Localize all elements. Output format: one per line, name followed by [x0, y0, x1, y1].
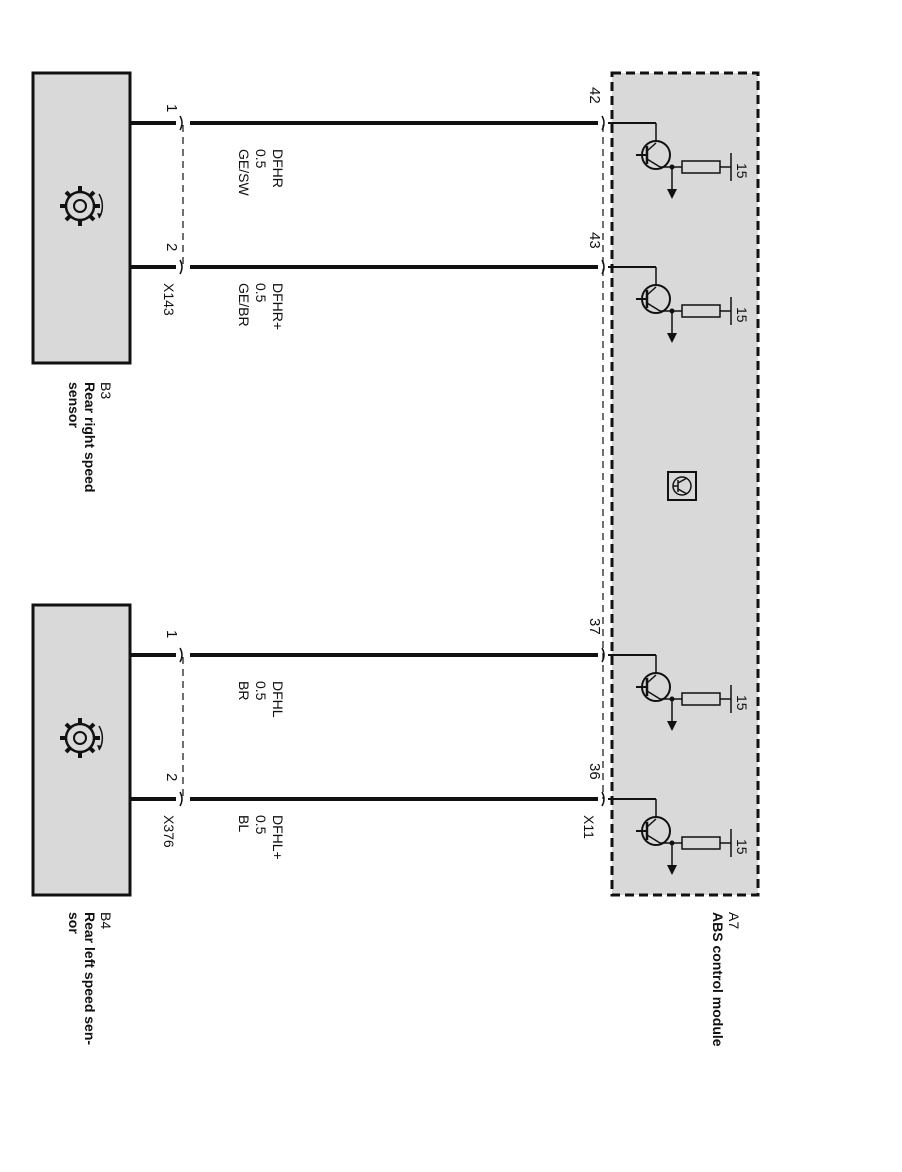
- module-pin-label: 37: [586, 618, 603, 635]
- module-pin-label: 43: [586, 232, 603, 249]
- supply-terminal-label: 15: [734, 307, 750, 323]
- transistor-symbol-icon: [667, 471, 697, 501]
- connector-x143-label: X143: [161, 283, 177, 316]
- wire-gauge-label: 0.5: [253, 149, 269, 169]
- wire-color-label: GE/BR: [236, 283, 252, 327]
- wire-dfhl-plus: [130, 791, 656, 807]
- sensor-b3-box: [31, 71, 132, 365]
- component-id-b4: B4: [98, 912, 114, 929]
- abs-module-box: [610, 71, 760, 897]
- wire-color-label: GE/SW: [236, 149, 252, 196]
- supply-terminal-label: 15: [734, 163, 750, 179]
- connector-x376-label: X376: [161, 815, 177, 848]
- component-name-b4-cont: sor: [66, 912, 82, 934]
- component-id-a7: A7: [726, 912, 742, 929]
- wire-color-label: BR: [236, 681, 252, 700]
- supply-terminal-label: 15: [734, 695, 750, 711]
- wire-gauge-label: 0.5: [253, 681, 269, 701]
- input-circuit-42: [636, 123, 732, 199]
- wire-dfhl: [130, 647, 656, 663]
- wire-signal-label: DFHL: [270, 681, 286, 718]
- module-pin-label: 36: [586, 763, 603, 780]
- component-name-a7: ABS control module: [710, 912, 726, 1047]
- wire-signal-label: DFHR: [270, 149, 286, 188]
- wire-gauge-label: 0.5: [253, 283, 269, 303]
- connector-x11-label: X11: [581, 815, 597, 839]
- supply-terminal-label: 15: [734, 839, 750, 855]
- sensor-pin-label: 2: [163, 773, 180, 781]
- input-circuit-36: [636, 799, 732, 875]
- wire-gauge-label: 0.5: [253, 815, 269, 835]
- component-id-b3: B3: [98, 382, 114, 399]
- wire-color-label: BL: [236, 815, 252, 832]
- component-name-b4: Rear left speed sen-: [82, 912, 98, 1045]
- gear-icon: [60, 186, 104, 226]
- input-circuit-43: [636, 267, 732, 343]
- wire-signal-label: DFHL+: [270, 815, 286, 860]
- wire-signal-label: DFHR+: [270, 283, 286, 330]
- module-pin-label: 42: [586, 87, 603, 104]
- component-name-b3-cont: sensor: [66, 382, 82, 428]
- component-name-b3: Rear right speed: [82, 382, 98, 492]
- wire-dfhr-plus: [130, 259, 656, 275]
- gear-icon: [60, 718, 104, 758]
- sensor-pin-label: 2: [163, 243, 180, 251]
- sensor-pin-label: 1: [163, 104, 180, 112]
- input-circuit-37: [636, 655, 732, 731]
- wire-dfhr: [130, 115, 656, 131]
- sensor-pin-label: 1: [163, 630, 180, 638]
- sensor-b4-box: [31, 603, 132, 897]
